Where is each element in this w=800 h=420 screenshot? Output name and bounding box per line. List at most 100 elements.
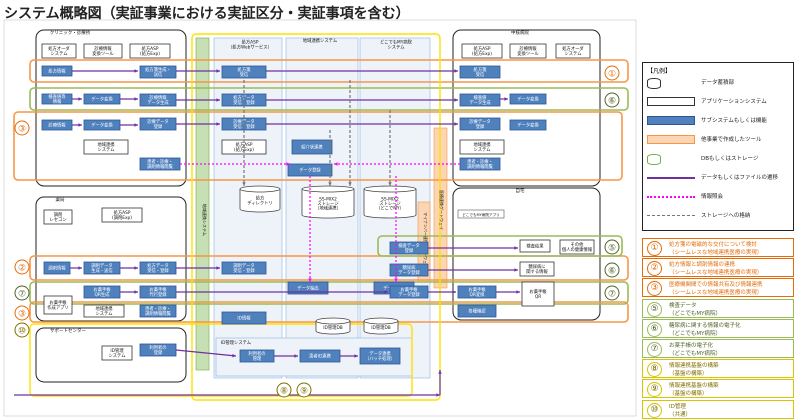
band-5 (377, 235, 623, 257)
label: ID管理システム (108, 347, 126, 359)
label: 診療データ受信・登録 (233, 118, 255, 130)
function-box (359, 347, 401, 365)
label: 処方情報 (48, 68, 66, 75)
page-title: システム概略図（実証事業における実証区分・実証事項を含む） (4, 6, 410, 22)
label: 利用者の登録 (149, 344, 166, 356)
function-box (139, 304, 177, 318)
id-db-1 (315, 321, 351, 335)
legend-symbol (647, 116, 695, 125)
label: データ変換 (91, 96, 113, 103)
arrowhead (438, 370, 442, 374)
label: 調剤データ生成・送信 (91, 262, 113, 274)
legend-item-subtitle: （シームレスな地域連携医療の実現） (669, 270, 763, 277)
legend-label: データもしくはファイルの遷移 (701, 175, 779, 181)
legend-number-circle: ⑩ (647, 402, 662, 418)
label: データ変換 (91, 122, 113, 129)
legend-item-subtitle: （どこでもMY病院） (669, 351, 721, 357)
label: データ登録 (299, 167, 321, 174)
arrowhead (436, 393, 440, 397)
function-box (509, 119, 547, 131)
legend-item-title: ID管理 (669, 403, 686, 410)
label: 調剤レセコン (49, 211, 66, 223)
legend-row: 情報照会 (647, 191, 791, 203)
arrowhead (134, 69, 138, 73)
arrowhead (516, 290, 520, 294)
legend-row: 他事業で作成したツール (647, 134, 791, 146)
label: データ変換 (517, 122, 539, 129)
arrowhead (348, 182, 352, 186)
legend-item-title: 検査データ (669, 302, 697, 309)
circle-6b-num: ⑥ (608, 267, 616, 277)
system-box (43, 209, 73, 225)
hospital-label: 中核病院 (511, 29, 529, 36)
ssmix-regional (301, 189, 355, 219)
system-box (559, 239, 595, 255)
label: 診療データ登録 (147, 118, 168, 130)
arrowhead (308, 278, 312, 282)
label: お薬手帳作成アプリ (47, 299, 68, 311)
function-box (221, 261, 267, 275)
label: 処方データ受信・登録 (147, 262, 169, 274)
system-box (555, 43, 591, 59)
arrowhead (514, 268, 518, 272)
circle-9 (296, 382, 312, 398)
function-box (221, 311, 267, 325)
legend-number-circle: ⑨ (647, 382, 662, 398)
circle-7 (14, 285, 30, 301)
label: 処方ASP(処方Exp) (472, 45, 492, 57)
circle-6 (604, 92, 620, 108)
legend-symbol (647, 78, 661, 89)
arrowhead (216, 69, 220, 73)
label: 処方ASP(処方Exp) (140, 45, 160, 57)
circle-10 (14, 322, 30, 338)
label: 処方ASP(処方Exp) (234, 141, 254, 153)
legend-label: ストレージへの格納 (701, 213, 751, 219)
legend-row: データ蓄積部 (647, 77, 791, 89)
circle-5 (604, 239, 620, 255)
label: 診療情報変換ツール (517, 45, 539, 57)
circle-7-num: ⑦ (18, 290, 26, 300)
legend-item-title: 処方箋の電磁的な交付について検討 (669, 242, 757, 248)
function-box (457, 304, 497, 318)
legend-item-subtitle: （共通） (669, 411, 692, 418)
legend-panel: 【凡例】 データ蓄積部アプリケーションシステムサブシステムもしくは機能他事業で作… (642, 62, 794, 231)
label: データ連携（バッチ処理） (365, 350, 395, 362)
numbered-legend-item: ⑩ ID管理（共通） (642, 399, 794, 419)
arrowhead (242, 182, 246, 186)
storage-top (301, 185, 355, 193)
vertical-label-3: マイナンバー連携ゲートウェイ (423, 212, 429, 268)
label: その他個人の健康情報 (562, 241, 593, 253)
band-1 (29, 59, 629, 83)
system-box (509, 43, 547, 59)
label: ID情報 (237, 315, 251, 322)
legend-label: サブシステムもしくは機能 (701, 118, 767, 124)
label: 診療データ登録 (469, 118, 490, 130)
label: 利用者の管理 (248, 350, 265, 362)
label: 調剤データ受信・登録 (233, 262, 255, 274)
label: どこでもMY病院システム (380, 39, 413, 51)
label: 地域連携システム (303, 37, 338, 44)
label: データ抽出 (297, 285, 318, 292)
arrowhead (394, 278, 398, 282)
label: 地域連携システム (473, 141, 491, 153)
label: 患者・診療・調剤情報閲覧 (147, 158, 173, 170)
label: どこでもMY病院アプリ (462, 212, 500, 217)
function-box (459, 117, 501, 131)
band-3 (13, 111, 623, 181)
system-box (41, 43, 77, 59)
storage-top (239, 185, 281, 193)
support-label: サポートセンター (50, 327, 86, 334)
legend-heading: 【凡例】 (647, 68, 672, 75)
label: 処方箋生成・送信 (145, 66, 171, 78)
vertical-label-2: 医療連携ゲートウェイ (439, 190, 445, 230)
circle-3b (14, 305, 30, 321)
arrowhead (454, 98, 458, 102)
clinic-label: クリニック・診療所 (50, 29, 91, 36)
pres-dir-cyl (239, 189, 281, 213)
system-box (83, 43, 123, 59)
[object Object] (43, 295, 73, 315)
